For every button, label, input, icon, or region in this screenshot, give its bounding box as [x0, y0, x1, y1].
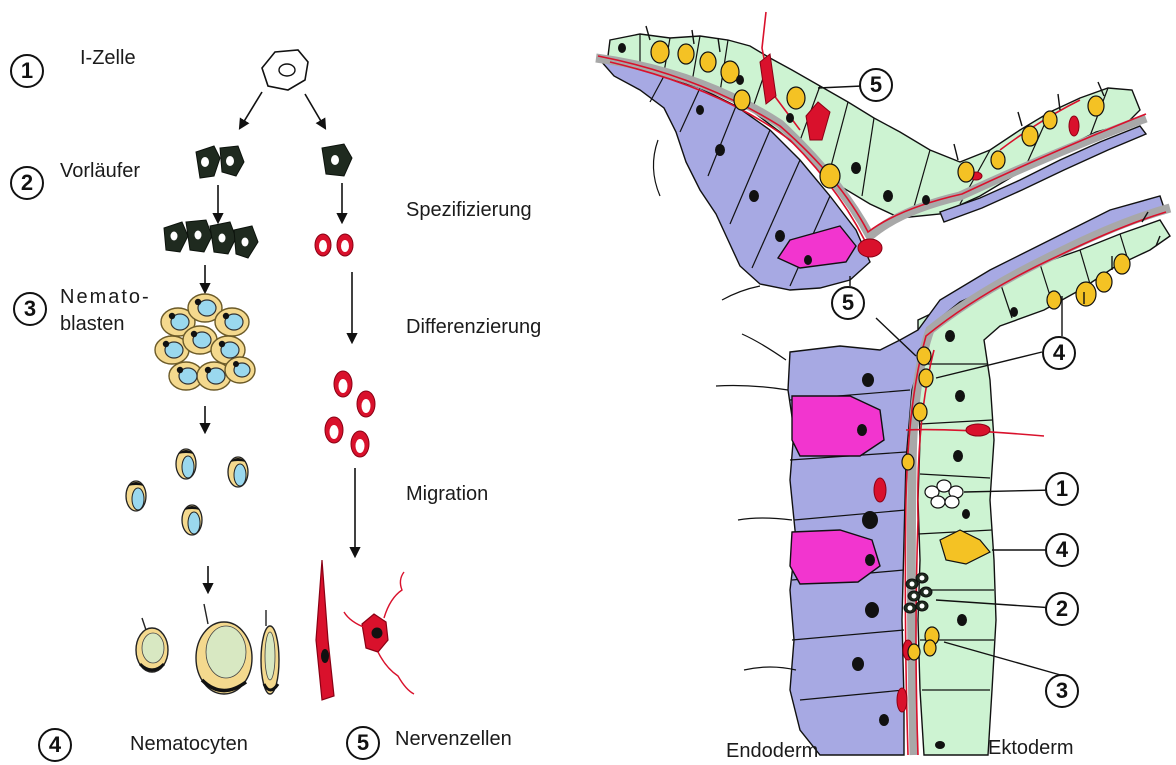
label-nervenzellen: Nervenzellen	[395, 729, 512, 749]
tissue-marker-4-lower: 4	[1045, 533, 1079, 567]
tissue-marker-5-middle: 5	[831, 286, 865, 320]
label-endoderm: Endoderm	[726, 741, 818, 761]
label-spezifizierung: Spezifizierung	[406, 200, 532, 220]
developing-nematocysts	[126, 449, 248, 535]
nematocytes	[136, 604, 279, 694]
label-migration: Migration	[406, 484, 488, 504]
nematoblast-cluster	[155, 294, 255, 390]
number-marker-3: 3	[13, 292, 47, 326]
number-marker-1: 1	[10, 54, 44, 88]
label-nematocyten: Nematocyten	[130, 734, 248, 754]
label-blasten: blasten	[60, 314, 125, 334]
tissue-marker-5-top: 5	[859, 68, 893, 102]
tissue-marker-3: 3	[1045, 674, 1079, 708]
tissue-marker-2: 2	[1045, 592, 1079, 626]
number-marker-2: 2	[10, 166, 44, 200]
label-differenzierung: Differenzierung	[406, 317, 541, 337]
differentiating-nerve-cells	[325, 371, 375, 457]
tissue-marker-4-upper: 4	[1042, 336, 1076, 370]
label-i-zelle: I-Zelle	[80, 48, 136, 68]
i-cell	[262, 50, 308, 90]
label-ektoderm: Ektoderm	[988, 738, 1074, 758]
number-marker-5: 5	[346, 726, 380, 760]
label-nemato: Nemato-	[60, 287, 151, 307]
tissue-marker-1: 1	[1045, 472, 1079, 506]
nerve-cells	[316, 560, 414, 700]
label-vorlaeufer: Vorläufer	[60, 161, 140, 181]
number-marker-4: 4	[38, 728, 72, 762]
